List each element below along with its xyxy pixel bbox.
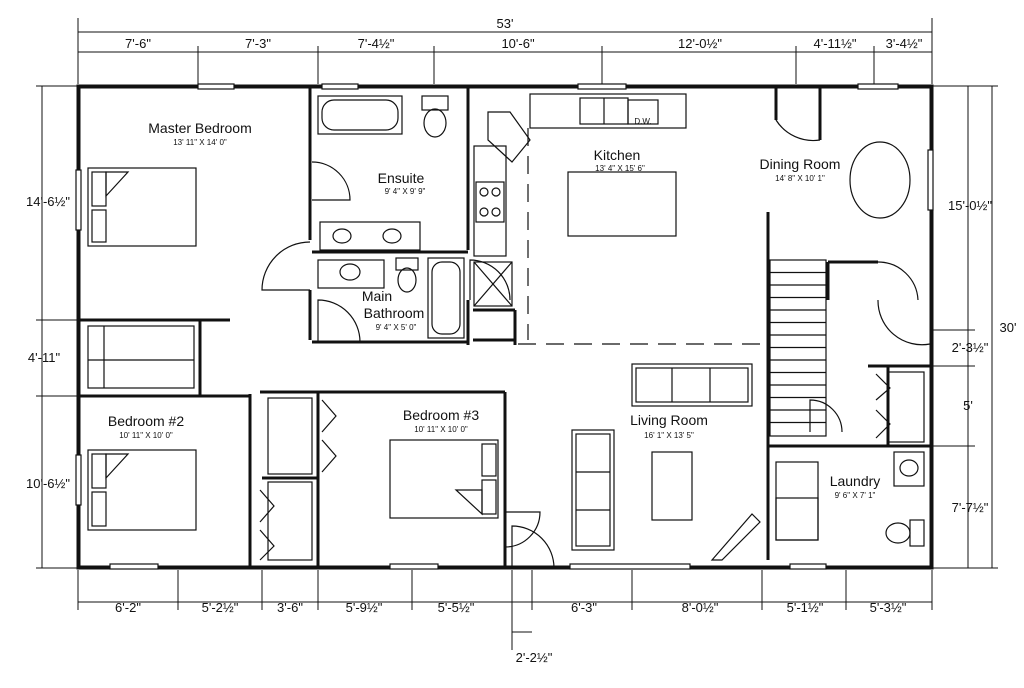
beds (87, 167, 499, 531)
laundry-fixtures (775, 451, 925, 547)
right-dim-3: 5' (963, 398, 973, 413)
room-master-bedroom-size: 13' 11" X 14' 0" (173, 138, 227, 147)
overall-depth-label: 30' (1000, 320, 1017, 335)
top-dim-3: 7'-4½" (358, 36, 395, 51)
room-ensuite-name: Ensuite (378, 170, 425, 186)
left-dim-3: 10'-6½" (26, 476, 70, 491)
laundry-sink (893, 451, 925, 487)
room-bedroom3-name: Bedroom #3 (403, 407, 479, 423)
room-main-bathroom-name-1: Main (362, 288, 392, 304)
room-kitchen-size: 13' 4" X 15' 6" (595, 164, 645, 173)
windows (75, 83, 934, 570)
top-dim-6: 4'-11½" (814, 36, 857, 51)
entry-dim: 2'-2½" (516, 650, 553, 665)
top-dim-5: 12'-0½" (678, 36, 722, 51)
dining-fixtures (849, 141, 911, 219)
kitchen-fixtures: D.W. (473, 93, 687, 307)
bottom-dim-2: 5'-2½" (202, 600, 239, 615)
overall-width-label: 53' (497, 16, 514, 31)
top-dim-2: 7'-3" (245, 36, 271, 51)
doors (261, 119, 931, 569)
right-dim-4: 7'-7½" (952, 500, 989, 515)
room-main-bathroom-size: 9' 4" X 5' 0" (376, 323, 417, 332)
top-dim-7: 3'-4½" (886, 36, 923, 51)
bottom-dim-8: 5'-1½" (787, 600, 824, 615)
room-labels: Master Bedroom 13' 11" X 14' 0" Ensuite … (108, 120, 880, 500)
couch (571, 429, 615, 551)
stairs (769, 259, 827, 437)
room-ensuite-size: 9' 4" X 9' 9" (385, 187, 426, 196)
room-main-bathroom-name-2: Bathroom (364, 305, 425, 321)
closets (87, 325, 925, 561)
kitchen-island (567, 171, 677, 237)
bottom-dim-7: 8'-0½" (682, 600, 719, 615)
room-dining-size: 14' 8" X 10' 1" (775, 174, 825, 183)
dishwasher (627, 99, 659, 125)
room-bedroom2-name: Bedroom #2 (108, 413, 184, 429)
sofa (631, 363, 753, 407)
bottom-dim-9: 5'-3½" (870, 600, 907, 615)
room-kitchen-name: Kitchen (594, 147, 641, 163)
bottom-dim-4: 5'-9½" (346, 600, 383, 615)
living-furniture (571, 363, 761, 561)
right-dim-1: 15'-0½" (948, 198, 992, 213)
room-laundry-name: Laundry (830, 473, 881, 489)
room-laundry-size: 9' 6" X 7' 1" (835, 491, 876, 500)
washer (775, 461, 819, 541)
room-living-name: Living Room (630, 412, 708, 428)
tv-stand (710, 513, 761, 561)
coffee-table (651, 451, 693, 521)
top-dim-1: 7'-6" (125, 36, 151, 51)
ensuite-fixtures (317, 95, 465, 339)
bottom-dim-6: 6'-3" (571, 600, 597, 615)
room-bedroom3-size: 10' 11" X 10' 0" (414, 425, 468, 434)
dishwasher-label: D.W. (634, 117, 651, 126)
dining-table (849, 141, 911, 219)
stove (475, 181, 505, 223)
room-dining-name: Dining Room (760, 156, 841, 172)
fridge (473, 261, 513, 307)
right-dim-2: 2'-3½" (952, 340, 989, 355)
right-dimensions: 30' 15'-0½" 2'-3½" 5' 7'-7½" (932, 85, 1017, 569)
bottom-dim-5: 5'-5½" (438, 600, 475, 615)
room-bedroom2-size: 10' 11" X 10' 0" (119, 431, 173, 440)
top-dim-4: 10'-6" (501, 36, 535, 51)
top-dimensions: 53' 7'-6" 7'-3" 7'-4½" 10'-6" 12'-0½" 4'… (77, 16, 933, 84)
room-master-bedroom-name: Master Bedroom (148, 120, 251, 136)
bottom-dim-3: 3'-6" (277, 600, 303, 615)
bottom-dimensions: 6'-2" 5'-2½" 3'-6" 5'-9½" 5'-5½" 6'-3" 8… (77, 570, 933, 665)
room-living-size: 16' 1" X 13' 5" (644, 431, 694, 440)
bottom-dim-1: 6'-2" (115, 600, 141, 615)
left-dim-2: 4'-11" (28, 350, 61, 365)
left-dimensions: 14'-6½" 4'-11" 10'-6½" (26, 85, 78, 569)
interior-walls (80, 88, 930, 566)
left-dim-1: 14'-6½" (26, 194, 70, 209)
